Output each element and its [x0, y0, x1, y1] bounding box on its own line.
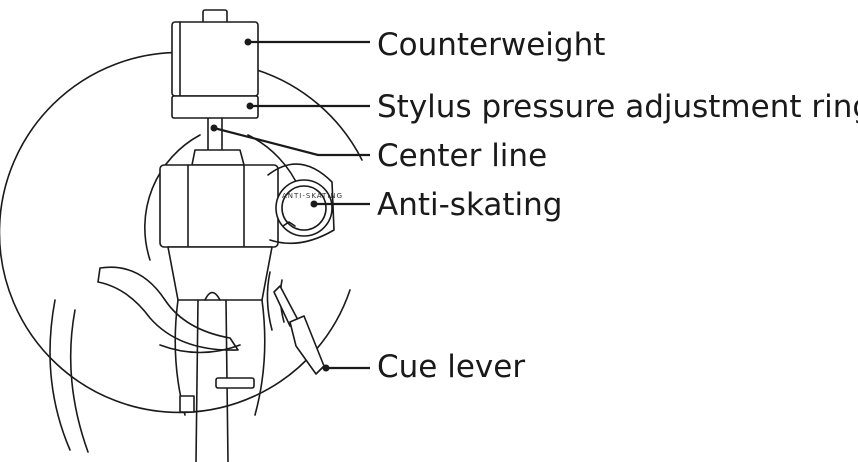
anti-skating-assembly: ANTI-SKATING	[267, 163, 343, 245]
tonearm-base-circle	[0, 51, 363, 414]
callout-labels: Counterweight Stylus pressure adjustment…	[377, 27, 858, 385]
label-center-line: Center line	[377, 138, 547, 174]
counterweight	[171, 9, 259, 119]
arm-rest	[97, 266, 241, 354]
pivot-housing	[159, 149, 279, 301]
cue-lever	[266, 271, 325, 375]
label-counterweight: Counterweight	[377, 27, 605, 63]
plinth-edge-arcs	[49, 299, 89, 453]
label-cue-lever: Cue lever	[377, 349, 525, 385]
anti-skating-dial-text: ANTI-SKATING	[282, 192, 343, 200]
tonearm-tube	[174, 291, 266, 462]
label-stylus-pressure-ring: Stylus pressure adjustment ring	[377, 89, 858, 125]
label-anti-skating: Anti-skating	[377, 187, 562, 223]
tonearm-shaft	[207, 117, 223, 151]
callout-leaders	[210, 38, 370, 372]
